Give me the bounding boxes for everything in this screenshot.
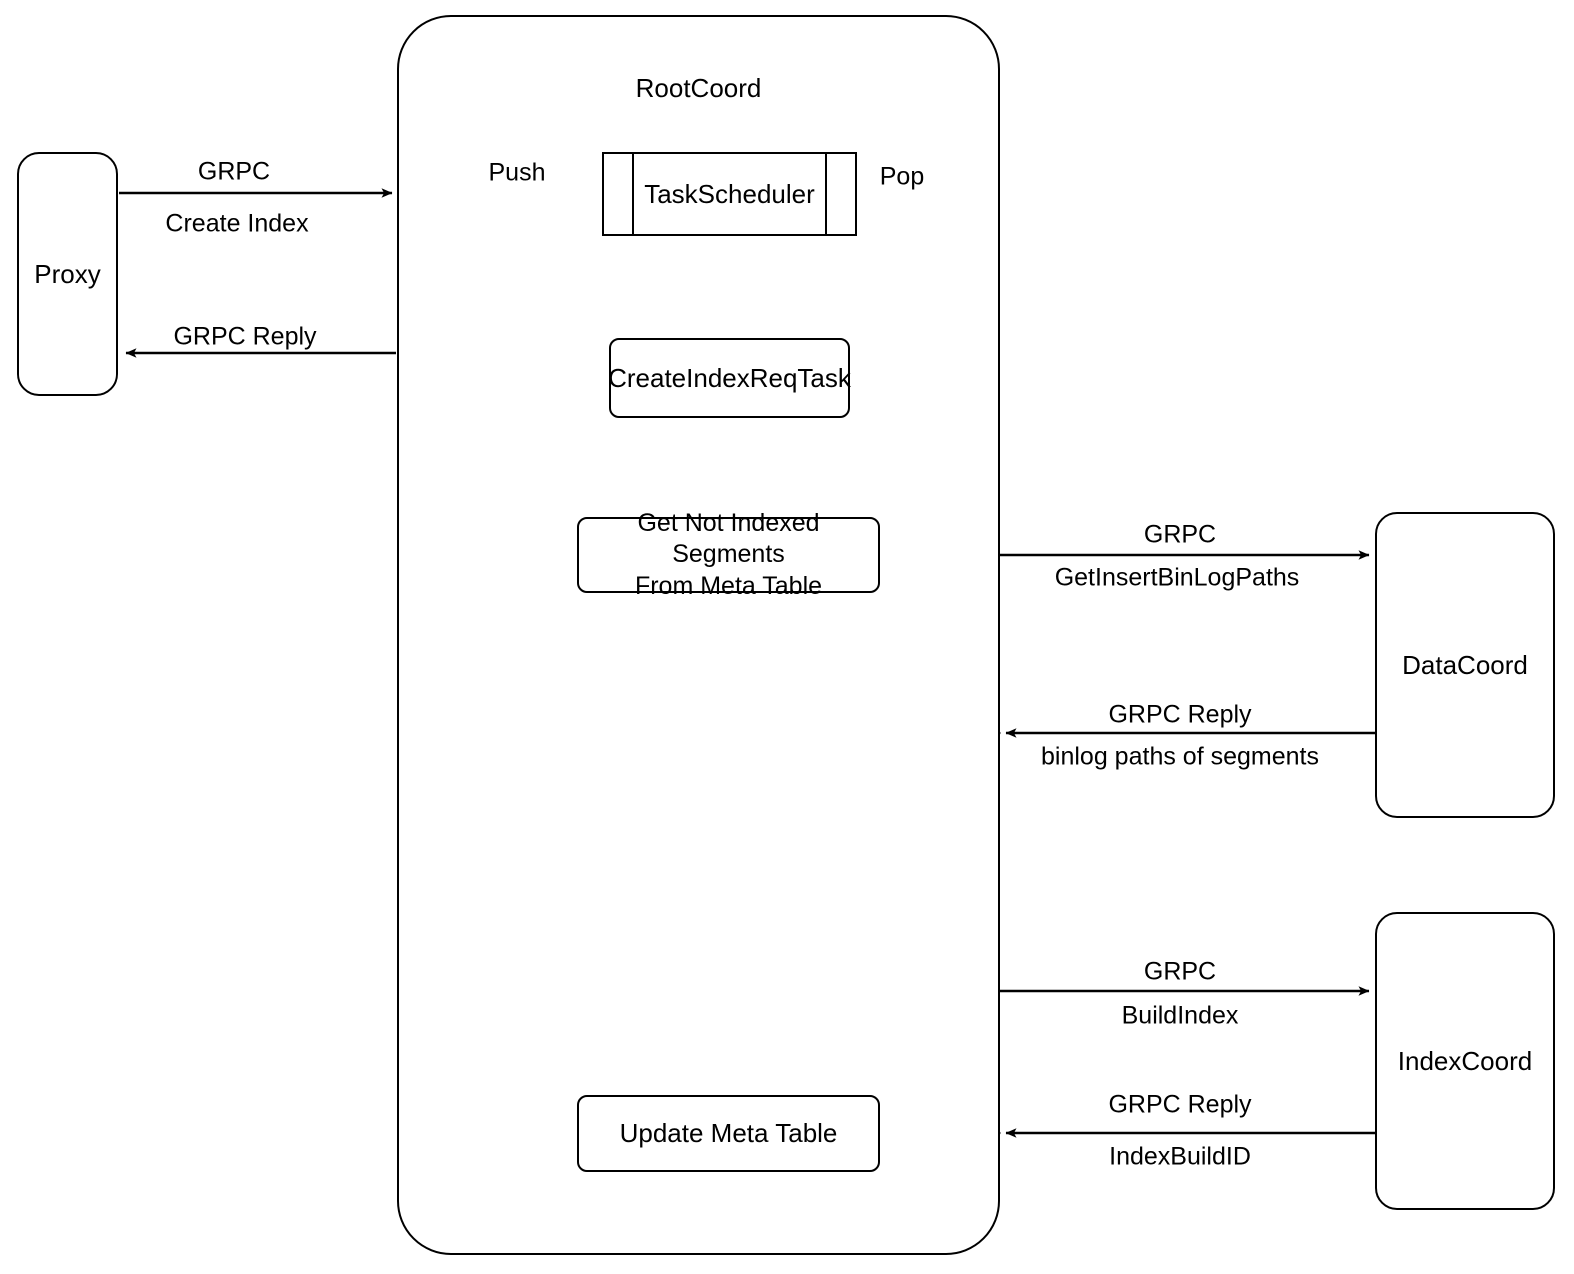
edge-label-grpc-datacoord: GRPC	[1143, 520, 1217, 549]
node-indexcoord-label: IndexCoord	[1397, 1045, 1533, 1076]
node-get-not-indexed-segments[interactable]: Get Not Indexed Segments From Meta Table	[577, 509, 880, 600]
task-scheduler-left-divider	[632, 154, 634, 234]
node-indexcoord[interactable]: IndexCoord	[1375, 912, 1555, 1210]
edge-label-grpc-create-index-top: GRPC	[197, 157, 271, 186]
edge-label-pop: Pop	[879, 162, 925, 191]
node-task-scheduler[interactable]: TaskScheduler	[602, 152, 857, 236]
rootcoord-title: RootCoord	[635, 73, 762, 103]
edge-label-build-index: BuildIndex	[1121, 1001, 1239, 1030]
edge-label-grpc-reply-proxy: GRPC Reply	[173, 322, 317, 351]
node-get-not-indexed-segments-line1: Get Not Indexed Segments	[637, 509, 820, 569]
node-get-not-indexed-segments-line2: From Meta Table	[634, 571, 823, 600]
node-proxy[interactable]: Proxy	[17, 152, 118, 396]
node-create-index-req-task[interactable]: CreateIndexReqTask	[608, 338, 851, 418]
node-datacoord-label: DataCoord	[1402, 649, 1528, 680]
node-update-meta-table[interactable]: Update Meta Table	[577, 1095, 880, 1172]
edge-label-push: Push	[488, 158, 546, 187]
node-datacoord[interactable]: DataCoord	[1375, 512, 1555, 818]
edge-label-grpc-indexcoord: GRPC	[1143, 957, 1217, 986]
node-proxy-label: Proxy	[34, 258, 101, 289]
edge-label-index-build-id: IndexBuildID	[1109, 1142, 1251, 1171]
node-task-scheduler-label: TaskScheduler	[644, 178, 815, 209]
node-update-meta-table-label: Update Meta Table	[619, 1118, 838, 1149]
edge-label-get-insert-binlog-paths: GetInsertBinLogPaths	[1054, 563, 1300, 592]
edge-label-binlog-paths-of-segments: binlog paths of segments	[1041, 742, 1319, 771]
edge-label-create-index: Create Index	[165, 209, 309, 238]
edge-label-grpc-reply-indexcoord: GRPC Reply	[1108, 1090, 1252, 1119]
task-scheduler-right-divider	[825, 154, 827, 234]
node-create-index-req-task-label: CreateIndexReqTask	[608, 362, 851, 393]
edge-label-grpc-reply-datacoord: GRPC Reply	[1108, 700, 1252, 729]
